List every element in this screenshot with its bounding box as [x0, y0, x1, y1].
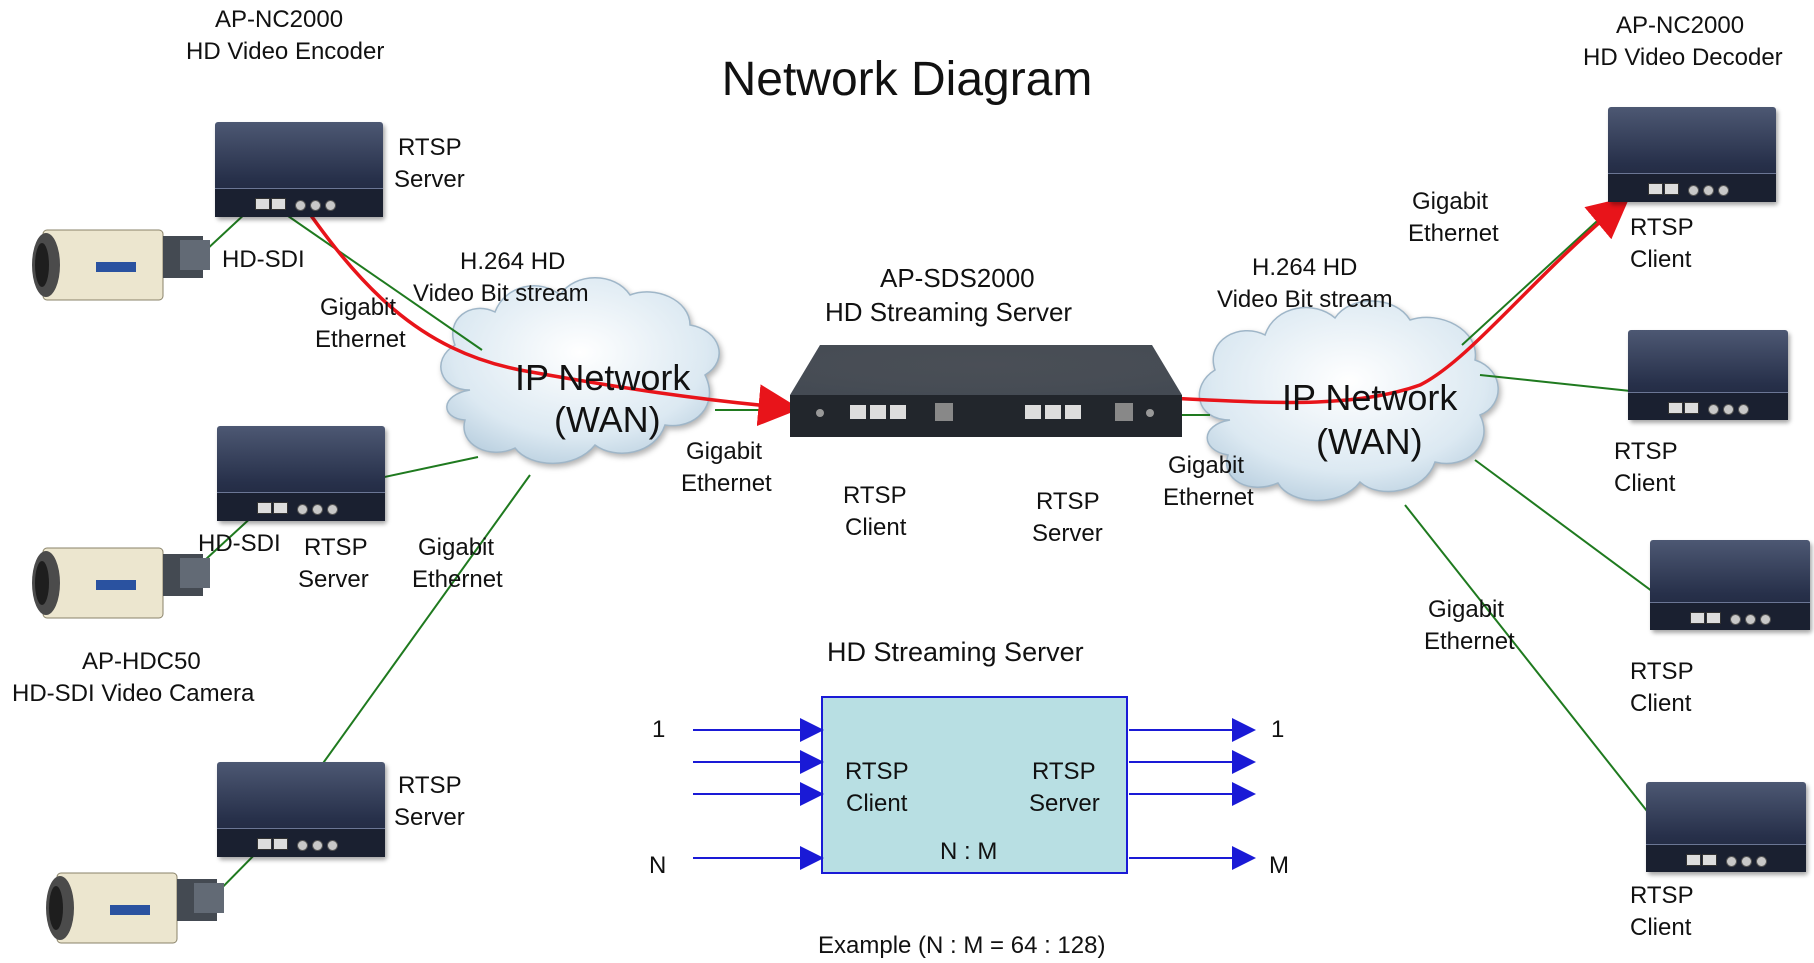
rtsp-label: RTSP — [1630, 214, 1694, 241]
gigabit-label: Gigabit — [418, 534, 495, 561]
ethernet-label: Ethernet — [1408, 220, 1499, 247]
bitstream-label: Video Bit stream — [1217, 286, 1393, 313]
inset-title: HD Streaming Server — [827, 637, 1084, 667]
client-word-label: Client — [845, 514, 907, 541]
encoder-device — [217, 426, 385, 521]
camera-model-label: AP-HDC50 — [82, 648, 201, 675]
rtsp-label: RTSP — [1036, 488, 1100, 515]
h264-label: H.264 HD — [460, 248, 566, 275]
encoder-device — [215, 122, 383, 217]
rtsp-label: RTSP — [1630, 882, 1694, 909]
h264-label: H.264 HD — [1252, 254, 1358, 281]
stream-encoder-to-server — [288, 184, 801, 427]
decoder-device — [1646, 782, 1806, 872]
left-cloud — [440, 277, 720, 465]
gigabit-label: Gigabit — [1428, 596, 1505, 623]
camera-icon — [28, 540, 218, 626]
camera-icon — [42, 865, 232, 951]
ethernet-label: Ethernet — [681, 470, 772, 497]
gigabit-label: Gigabit — [1168, 452, 1245, 479]
decoder-device — [1628, 330, 1788, 420]
server-word-label: Server — [1032, 520, 1103, 547]
output-last-label: M — [1269, 852, 1289, 879]
gigabit-label: Gigabit — [686, 438, 763, 465]
server-word-label: Server — [394, 166, 465, 193]
camera-icon — [28, 222, 218, 308]
gigabit-label: Gigabit — [320, 294, 397, 321]
encoder-model-label: AP-NC2000 — [215, 6, 344, 33]
rtsp-label: RTSP — [398, 772, 462, 799]
nm-inset — [693, 696, 1256, 874]
client-word-label: Client — [1630, 690, 1692, 717]
encoder-desc-label: HD Video Encoder — [186, 38, 385, 65]
rtsp-label: RTSP — [843, 482, 907, 509]
rtsp-label: RTSP — [1614, 438, 1678, 465]
inset-server-rtsp: RTSP — [1032, 758, 1096, 785]
cloud-network-label: IP Network — [1282, 377, 1458, 418]
ethernet-label: Ethernet — [1424, 628, 1515, 655]
nm-ratio-label: N : M — [940, 838, 998, 865]
link-cloud-decoder4 — [1404, 504, 1663, 831]
link-cloud-decoder2 — [1479, 374, 1641, 393]
server-word-label: Server — [394, 804, 465, 831]
input-last-label: N — [649, 852, 667, 879]
link-cloud-decoder3 — [1474, 459, 1669, 604]
ethernet-label: Ethernet — [412, 566, 503, 593]
decoder-device — [1650, 540, 1810, 630]
cloud-network-label: IP Network — [515, 357, 691, 398]
hdsdi-label: HD-SDI — [222, 246, 305, 273]
rtsp-label: RTSP — [398, 134, 462, 161]
bitstream-label: Video Bit stream — [413, 280, 589, 307]
server-word-label: Server — [298, 566, 369, 593]
server-desc-label: HD Streaming Server — [825, 297, 1073, 327]
nm-box — [821, 696, 1128, 874]
cloud-wan-label: (WAN) — [554, 399, 661, 440]
example-label: Example (N : M = 64 : 128) — [818, 932, 1106, 959]
page-title: Network Diagram — [721, 53, 1093, 106]
decoder-device — [1608, 107, 1776, 202]
input-first-label: 1 — [652, 716, 666, 743]
decoder-model-label: AP-NC2000 — [1616, 12, 1745, 39]
rtsp-label: RTSP — [304, 534, 368, 561]
ethernet-label: Ethernet — [315, 326, 406, 353]
inset-client-rtsp: RTSP — [845, 758, 909, 785]
ethernet-label: Ethernet — [1163, 484, 1254, 511]
server-model-label: AP-SDS2000 — [880, 263, 1035, 293]
cloud-wan-label: (WAN) — [1316, 421, 1423, 462]
output-first-label: 1 — [1271, 716, 1285, 743]
streaming-server-device — [790, 345, 1182, 445]
client-word-label: Client — [1630, 914, 1692, 941]
client-word-label: Client — [1614, 470, 1676, 497]
encoder-device — [217, 762, 385, 857]
inset-server-word: Server — [1029, 790, 1100, 817]
camera-desc-label: HD-SDI Video Camera — [12, 680, 255, 707]
stream-paths — [288, 184, 1631, 427]
stream-server-to-decoder — [1164, 196, 1631, 405]
hdsdi-label: HD-SDI — [198, 530, 281, 557]
inset-client-word: Client — [846, 790, 908, 817]
rtsp-label: RTSP — [1630, 658, 1694, 685]
decoder-desc-label: HD Video Decoder — [1583, 44, 1783, 71]
client-word-label: Client — [1630, 246, 1692, 273]
gigabit-label: Gigabit — [1412, 188, 1489, 215]
link-encoder1-cloud — [261, 197, 483, 351]
